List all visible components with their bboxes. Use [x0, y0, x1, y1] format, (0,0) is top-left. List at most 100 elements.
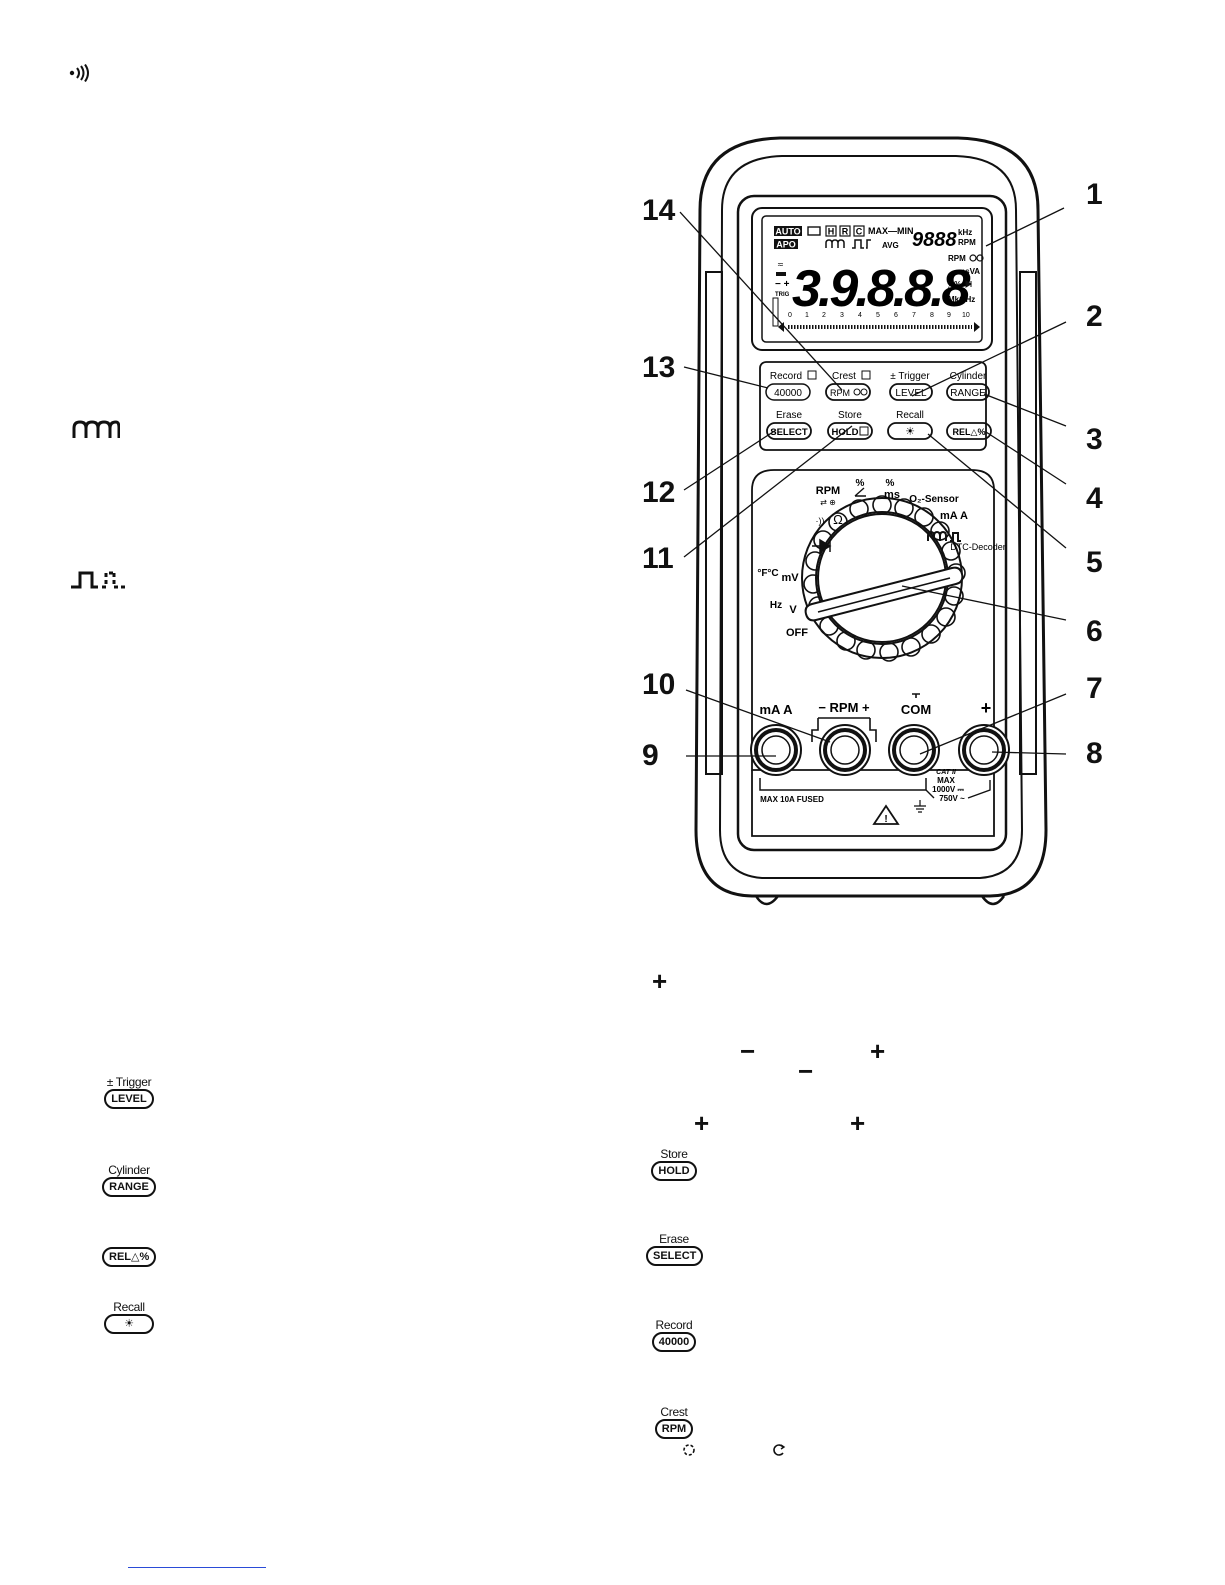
meter-recall-label: Recall	[896, 410, 924, 421]
bar-tick-3: 3	[840, 312, 844, 319]
trigger-label: ± Trigger	[106, 1075, 152, 1089]
plus-sign-1: +	[652, 966, 668, 996]
lcd-max-min: MAX—MIN	[868, 226, 914, 236]
button-panel	[759, 361, 987, 451]
meter-store-label: Store	[838, 410, 862, 421]
meter-record-label: Record	[770, 371, 802, 382]
four-stroke-icon	[772, 1443, 786, 1462]
lcd-duty-icon	[852, 239, 871, 249]
multimeter-illustration: AUTO APO H R C MAX—MIN 9888 kHz RPM AVG …	[642, 136, 1103, 906]
jack-1000v-label: 1000V ⎓	[932, 785, 964, 794]
lcd-avg: AVG	[882, 241, 899, 250]
lcd-msva: msVA	[958, 267, 980, 276]
level-key: LEVEL	[104, 1089, 154, 1109]
callout-14: 14	[642, 194, 676, 227]
backlight-key: ☀	[104, 1314, 154, 1334]
lcd-main-digits: 3.9.8.8.8	[792, 260, 970, 318]
callout-2: 2	[1086, 300, 1103, 333]
lcd-polarity: − +	[775, 279, 790, 290]
svg-text:·)): ·))	[816, 516, 825, 526]
meter-select-key: SELECT	[770, 427, 808, 438]
lcd-battery-icon	[807, 226, 821, 236]
rpm-key: RPM	[654, 1419, 694, 1439]
dial-mv: mV	[781, 572, 799, 584]
dial-v: V	[789, 604, 797, 616]
dial-rpm: RPM	[816, 485, 840, 497]
record-key: 40000	[651, 1332, 697, 1352]
jack-com-label: COM	[901, 702, 931, 717]
bar-tick-4: 4	[858, 312, 862, 319]
rel-button-icon: REL△%	[102, 1247, 157, 1267]
meter-cylinder-label: Cylinder	[950, 371, 987, 382]
select-button-icon: Erase SELECT	[646, 1232, 704, 1266]
footer-link-underline[interactable]	[128, 1567, 266, 1568]
dial-off: OFF	[786, 627, 808, 639]
callout-9: 9	[642, 739, 659, 772]
minus-sign-2: −	[798, 1056, 814, 1086]
callout-3: 3	[1086, 423, 1103, 456]
jacks	[750, 724, 1010, 776]
bar-tick-5: 5	[876, 312, 880, 319]
meter-backlight-key: ☀	[905, 426, 915, 438]
holster-outline	[694, 136, 1048, 898]
jack-cat-label: CAT II	[936, 769, 957, 776]
lcd-rpm-icons: RPM	[948, 254, 966, 263]
callout-6: 6	[1086, 615, 1103, 648]
lcd-c: C	[856, 227, 863, 237]
plus-sign-3: +	[694, 1108, 710, 1138]
jack-ma-a-label: mA A	[760, 702, 794, 717]
meter-rel-key: REL△%	[953, 427, 986, 437]
lcd-mkohm: MkΩHz	[948, 295, 975, 304]
lcd-khz: kHz	[958, 228, 972, 237]
duty-pulse-icon	[70, 570, 128, 590]
rel-key: REL△%	[102, 1247, 157, 1267]
callout-5: 5	[1086, 546, 1103, 579]
lcd-delta-pct: △%	[948, 280, 961, 289]
lcd-trig: TRIG	[775, 292, 790, 298]
hold-button-icon: Store HOLD	[646, 1147, 702, 1181]
dial-pct1: %	[856, 478, 865, 489]
rotary-dial	[801, 495, 966, 662]
callout-1: 1	[1086, 178, 1103, 211]
select-key: SELECT	[646, 1246, 704, 1266]
erase-label: Erase	[659, 1232, 689, 1246]
lcd-rpm: RPM	[958, 238, 976, 247]
dial-ohm: Ω	[833, 512, 843, 527]
lcd-apo: APO	[776, 240, 796, 250]
lcd-screen	[761, 215, 983, 343]
dial-fc: °F°C	[757, 568, 778, 579]
lcd-bezel	[751, 207, 993, 351]
lcd-h: H	[828, 227, 835, 237]
lcd-small-digits: 9888	[912, 229, 957, 251]
minus-sign-1: −	[740, 1036, 756, 1066]
range-button-icon: Cylinder RANGE	[102, 1163, 156, 1197]
two-stroke-icon	[682, 1443, 696, 1462]
jack-rpm-label: − RPM +	[818, 700, 870, 715]
meter-erase-label: Erase	[776, 410, 803, 421]
lcd-diode-icon	[965, 280, 972, 288]
dial-hz: Hz	[770, 600, 782, 611]
lcd-dwell-icon	[825, 239, 845, 248]
dial-dtc: DTC-Decoder	[950, 542, 1006, 552]
bar-tick-2: 2	[822, 312, 826, 319]
dial-ma-a: mA A	[940, 510, 968, 522]
lcd-auto: AUTO	[775, 227, 800, 237]
meter-crest-key: RPM	[830, 388, 850, 398]
meter-trigger-label: ± Trigger	[890, 371, 930, 382]
bar-tick-0: 0	[788, 312, 792, 319]
callout-11: 11	[642, 542, 674, 575]
bar-tick-1: 1	[805, 312, 809, 319]
bar-tick-9: 9	[947, 312, 951, 319]
hold-key: HOLD	[651, 1161, 697, 1181]
bar-tick-6: 6	[894, 312, 898, 319]
crest-label: Crest	[660, 1405, 688, 1419]
store-label: Store	[660, 1147, 688, 1161]
callout-13: 13	[642, 351, 675, 384]
callout-12: 12	[642, 476, 675, 509]
callout-10: 10	[642, 668, 675, 701]
meter-record-key: 40000	[774, 388, 802, 399]
jack-max-label: MAX	[937, 776, 955, 785]
meter-range-key: RANGE	[950, 388, 986, 399]
dial-ms: ms	[884, 489, 900, 501]
lcd-r: R	[842, 227, 849, 237]
